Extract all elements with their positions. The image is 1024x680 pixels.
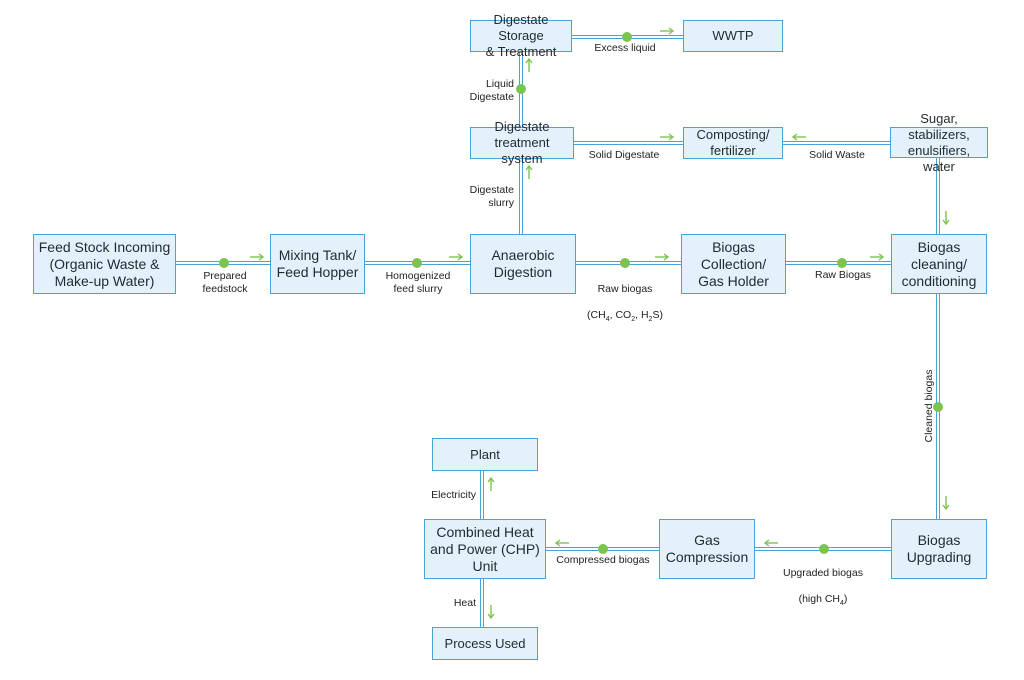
gas-compression-box: Gas Compression xyxy=(659,519,755,579)
arrow-right-icon xyxy=(870,253,886,261)
flow-dot xyxy=(219,258,229,268)
mixing-tank-box: Mixing Tank/ Feed Hopper xyxy=(270,234,365,294)
label-homogenized-feed-slurry: Homogenized feed slurry xyxy=(385,270,451,295)
arrow-left-icon xyxy=(553,539,569,547)
arrow-left-icon xyxy=(790,133,806,141)
flow-dot xyxy=(516,84,526,94)
arrow-down-icon xyxy=(487,605,495,621)
arrow-up-icon xyxy=(487,475,495,491)
chp-unit-box: Combined Heat and Power (CHP) Unit xyxy=(424,519,546,579)
sugar-stabilizers-box: Sugar, stabilizers, enulsifiers, water xyxy=(890,111,988,174)
label-upgraded-biogas: Upgraded biogas (high CH4) xyxy=(778,554,868,610)
pipe-chp-to-process xyxy=(480,578,484,628)
raw-biogas-text: Raw biogas xyxy=(597,283,653,295)
flow-dot xyxy=(819,544,829,554)
flow-dot xyxy=(620,258,630,268)
wwtp-box: WWTP xyxy=(683,20,783,52)
flow-dot xyxy=(837,258,847,268)
arrow-up-icon xyxy=(525,163,533,179)
anaerobic-digestion-box: Anaerobic Digestion xyxy=(470,234,576,294)
flow-dot xyxy=(412,258,422,268)
flow-dot xyxy=(622,32,632,42)
label-raw-biogas-2: Raw Biogas xyxy=(814,269,872,281)
label-heat: Heat xyxy=(453,597,476,609)
pipe-sugar-to-composting xyxy=(782,141,891,145)
biogas-upgrading-box: Biogas Upgrading xyxy=(891,519,987,579)
feedstock-incoming-box: Feed Stock Incoming (Organic Waste & Mak… xyxy=(33,234,176,294)
label-excess-liquid: Excess liquid xyxy=(594,42,656,54)
pipe-anaerobic-to-treatment xyxy=(519,158,523,235)
label-prepared-feedstock: Prepared feedstock xyxy=(202,270,248,295)
plant-box: Plant xyxy=(432,438,538,471)
arrow-left-icon xyxy=(762,539,778,547)
composting-box: Composting/ fertilizer xyxy=(683,127,783,159)
biogas-collection-box: Biogas Collection/ Gas Holder xyxy=(681,234,786,294)
raw-biogas-formula: (CH4, CO2, H2S) xyxy=(587,309,663,324)
pipe-chp-to-plant xyxy=(480,470,484,520)
label-liquid-digestate: Liquid Digestate xyxy=(469,78,514,103)
label-digestate-slurry: Digestate slurry xyxy=(469,184,514,209)
arrow-right-icon xyxy=(660,27,676,35)
pipe-treatment-to-composting xyxy=(573,141,684,145)
label-raw-biogas: Raw biogas (CH4, CO2, H2S) xyxy=(585,270,665,326)
pipe-sugar-to-cleaning xyxy=(936,157,940,235)
label-cleaned-biogas: Cleaned biogas xyxy=(923,369,935,443)
arrow-right-icon xyxy=(250,253,266,261)
biogas-cleaning-box: Biogas cleaning/ conditioning xyxy=(891,234,987,294)
arrow-up-icon xyxy=(525,56,533,72)
digestate-treatment-box: Digestate treatment system xyxy=(470,119,574,166)
upgraded-biogas-text: Upgraded biogas xyxy=(783,567,863,579)
process-used-box: Process Used xyxy=(432,627,538,660)
digestate-storage-box: Digestate Storage & Treatment xyxy=(470,12,572,59)
arrow-down-icon xyxy=(942,211,950,227)
flow-dot xyxy=(598,544,608,554)
arrow-right-icon xyxy=(655,253,671,261)
label-compressed-biogas: Compressed biogas xyxy=(556,554,650,566)
arrow-right-icon xyxy=(660,133,676,141)
label-electricity: Electricity xyxy=(431,489,476,501)
flow-dot xyxy=(933,402,943,412)
arrow-right-icon xyxy=(449,253,465,261)
arrow-down-icon xyxy=(942,496,950,512)
label-solid-digestate: Solid Digestate xyxy=(588,149,660,161)
upgraded-biogas-formula: (high CH4) xyxy=(798,593,848,608)
label-solid-waste: Solid Waste xyxy=(809,149,865,161)
